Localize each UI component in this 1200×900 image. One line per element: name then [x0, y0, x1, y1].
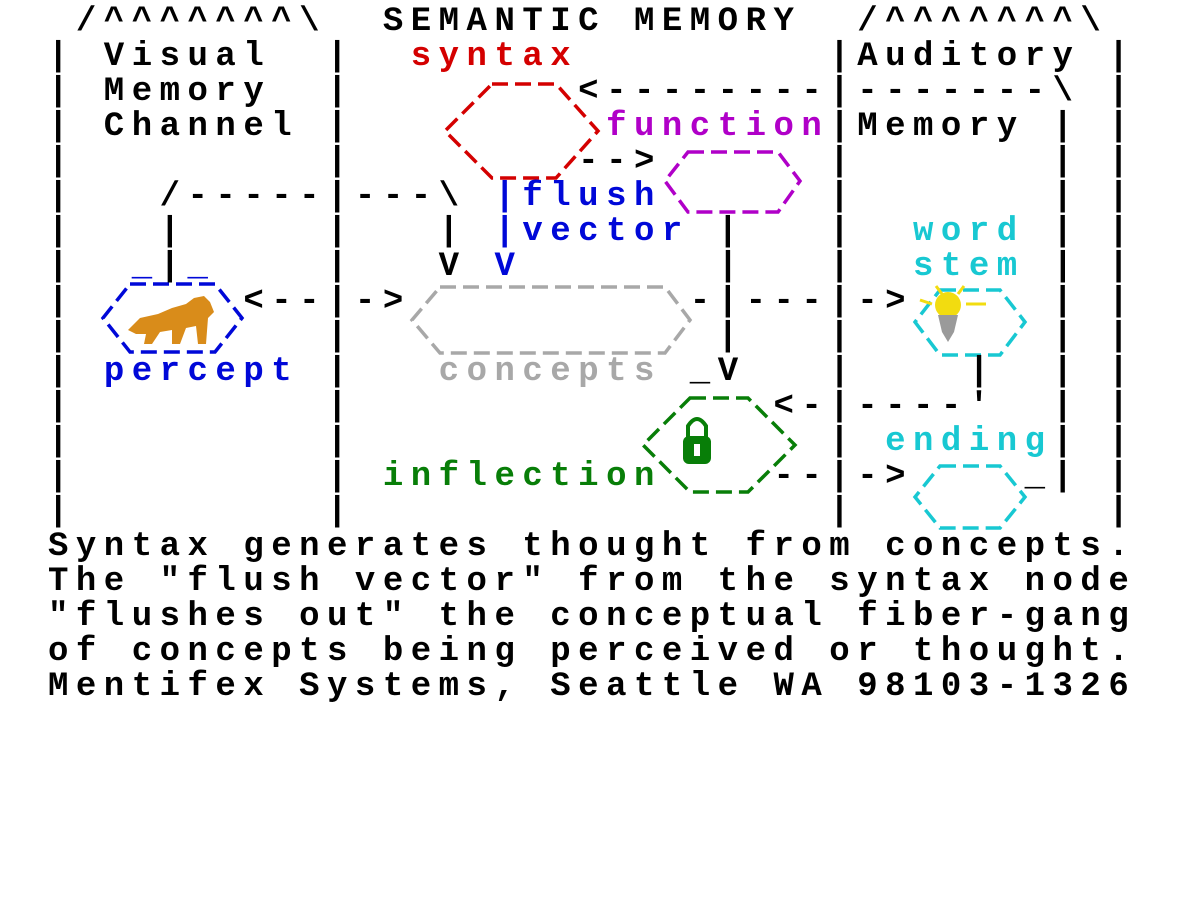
- diagram-text-segment: | V: [215, 248, 495, 286]
- diagram-text-segment: |: [159, 248, 188, 286]
- diagram-text-segment: --|-> _| |: [661, 458, 1137, 496]
- caption-line: "flushes out" the conceptual fiber-gang: [48, 598, 1137, 636]
- function-hexagon: [662, 150, 803, 214]
- caption-line: The "flush vector" from the syntax node: [48, 563, 1137, 601]
- ascii-diagram: /^^^^^^^\ SEMANTIC MEMORY /^^^^^^^\ | Vi…: [48, 5, 1136, 705]
- syntax-hexagon: [442, 82, 601, 180]
- diagram-row: | | inflection --|-> _| |: [48, 460, 1136, 495]
- diagram-text-segment: |: [299, 353, 439, 391]
- diagram-text-segment: |: [48, 248, 132, 286]
- diagram-text-segment: | | | |: [48, 493, 1137, 531]
- diagram-text-segment: concepts: [438, 353, 662, 391]
- concepts-hexagon: [409, 285, 693, 355]
- diagram-text-segment: | Visual |: [48, 38, 411, 76]
- caption-text: Syntax generates thought from concepts.T…: [48, 530, 1136, 705]
- diagram-text-segment: |Memory | |: [829, 108, 1137, 146]
- diagram-text-segment: word: [913, 213, 1025, 251]
- diagram-text-segment: stem: [913, 248, 1025, 286]
- word-stem-hexagon: [912, 288, 1028, 357]
- diagram-text-segment: | | |: [48, 423, 886, 461]
- diagram-text-segment: | |: [522, 248, 914, 286]
- diagram-text-segment: syntax: [410, 38, 579, 76]
- diagram-row: | | | | | |: [48, 320, 1136, 355]
- diagram-text-segment: | |: [1052, 423, 1137, 461]
- diagram-row: | | | | |vector | | word | |: [48, 215, 1136, 250]
- caption-line: Mentifex Systems, Seattle WA 98103-1326: [48, 668, 1137, 706]
- diagram-row: | _|_ | V V | | stem | |: [48, 250, 1136, 285]
- diagram-text-segment: _: [187, 248, 216, 286]
- percept-hexagon: [100, 282, 245, 354]
- diagram-text-segment: | | |: [661, 178, 1137, 216]
- diagram-text-segment: inflection: [382, 458, 662, 496]
- diagram-row: | Memory | <--------|-------\ |: [48, 75, 1136, 110]
- diagram-row: | | --> | | |: [48, 145, 1136, 180]
- diagram-text-segment: | |: [48, 458, 383, 496]
- inflection-hexagon: [640, 396, 798, 494]
- diagram-row: | <--|-> -|---|-> | |: [48, 285, 1136, 320]
- diagram-row: | | | ending| |: [48, 425, 1136, 460]
- diagram-text-segment: _: [131, 248, 160, 286]
- diagram-text-segment: | | <-|----' | |: [48, 388, 1137, 426]
- padlock-icon: [683, 417, 711, 464]
- diagram-text-segment: |: [48, 353, 104, 391]
- diagram-text-segment: | |: [689, 213, 914, 251]
- diagram-text-segment: | |: [1024, 213, 1137, 251]
- dog-icon: [128, 296, 214, 344]
- lightbulb-icon: [919, 285, 986, 342]
- ending-hexagon: [912, 464, 1028, 530]
- diagram-text-segment: | <--|-> -|---|-> | |: [48, 283, 1137, 321]
- diagram-text-segment: | |: [1024, 248, 1137, 286]
- diagram-text-segment: function: [606, 108, 830, 146]
- diagram-text-segment: | | | |: [48, 213, 495, 251]
- diagram-text-segment: |Auditory |: [578, 38, 1137, 76]
- diagram-text-segment: | /-----|---\: [48, 178, 495, 216]
- diagram-row: | | <-|----' | |: [48, 390, 1136, 425]
- caption-line: Syntax generates thought from concepts.: [48, 528, 1137, 566]
- diagram-text-segment: V: [494, 248, 523, 286]
- diagram-row: | /-----|---\ |flush | | |: [48, 180, 1136, 215]
- diagram-text-segment: | | --> | | |: [48, 143, 1137, 181]
- diagram-text-segment: |flush: [494, 178, 662, 216]
- diagram-text-segment: ending: [885, 423, 1053, 461]
- diagram-text-segment: /^^^^^^^\ SEMANTIC MEMORY /^^^^^^^\: [48, 3, 1137, 41]
- diagram-text-segment: | Channel |: [48, 108, 607, 146]
- diagram-text-segment: | Memory | <--------|-------\ |: [48, 73, 1137, 111]
- diagram-rows: /^^^^^^^\ SEMANTIC MEMORY /^^^^^^^\ | Vi…: [48, 5, 1136, 530]
- diagram-text-segment: _V | | | |: [661, 353, 1137, 391]
- diagram-row: | | | |: [48, 495, 1136, 530]
- caption-line: of concepts being perceived or thought.: [48, 633, 1137, 671]
- diagram-row: | Visual | syntax |Auditory |: [48, 40, 1136, 75]
- diagram-row: | percept | concepts _V | | | |: [48, 355, 1136, 390]
- diagram-text-segment: |vector: [494, 213, 690, 251]
- diagram-row: /^^^^^^^\ SEMANTIC MEMORY /^^^^^^^\: [48, 5, 1136, 40]
- diagram-text-segment: percept: [103, 353, 300, 391]
- diagram-text-segment: | | | | | |: [48, 318, 1137, 356]
- diagram-row: | Channel | function|Memory | |: [48, 110, 1136, 145]
